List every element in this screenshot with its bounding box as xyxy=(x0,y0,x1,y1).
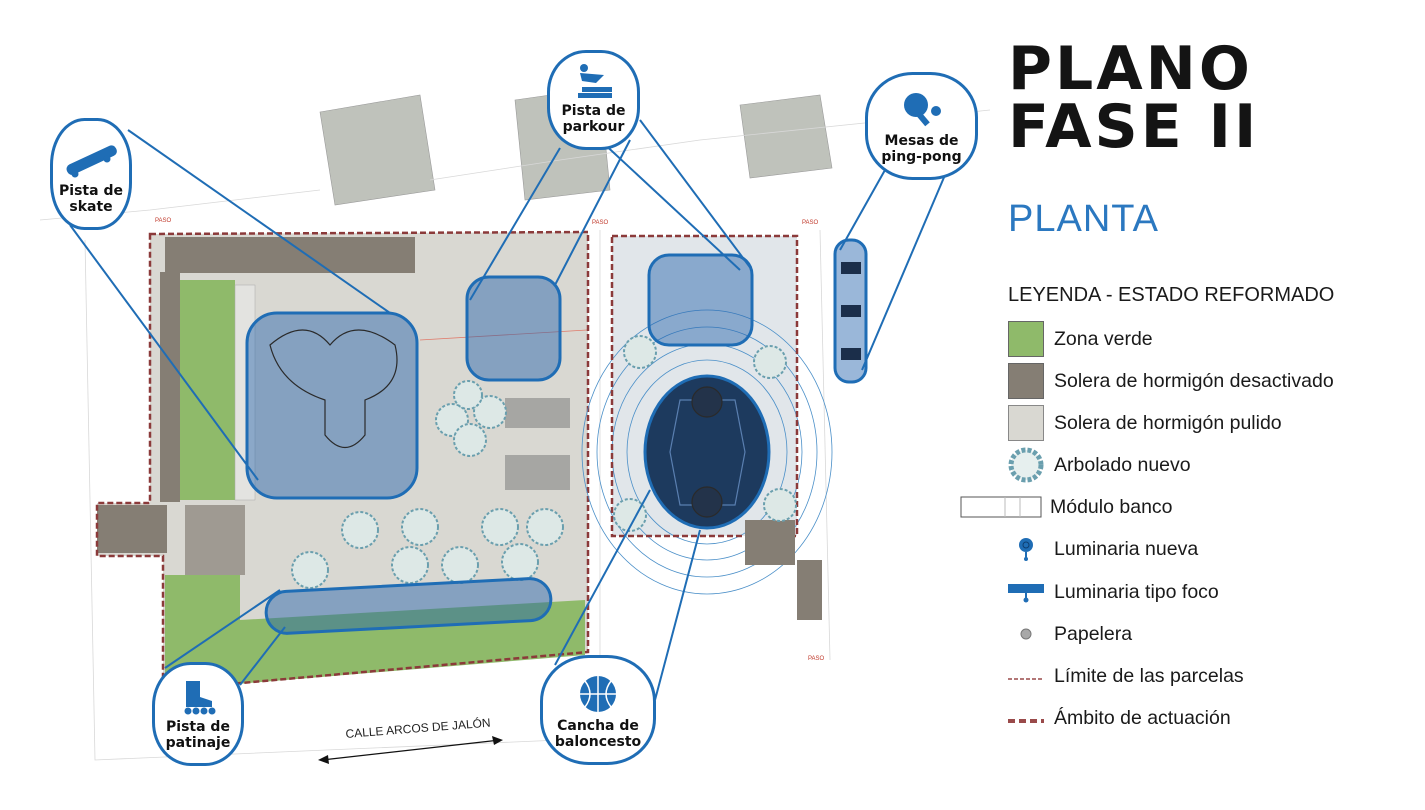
bin-icon xyxy=(1020,628,1032,640)
spotlight-icon xyxy=(1008,584,1044,603)
green-swatch xyxy=(1008,321,1044,357)
callout-patinaje[interactable]: Pista de patinaje xyxy=(152,662,244,766)
dark-gray-swatch xyxy=(1008,363,1044,399)
street-arrow xyxy=(318,736,503,764)
legend-item: Solera de hormigón desactivado xyxy=(1004,363,1414,399)
callout-label: Pista de skate xyxy=(59,183,123,215)
legend-item: Zona verde xyxy=(1004,321,1414,357)
parkour-area xyxy=(465,275,562,382)
callout-baloncesto[interactable]: Cancha de baloncesto xyxy=(540,655,656,765)
callout-label: Pista de patinaje xyxy=(165,719,231,751)
legend-item: Papelera xyxy=(1004,616,1414,652)
legend-item: Solera de hormigón pulido xyxy=(1004,405,1414,441)
legend-item: Arbolado nuevo xyxy=(1004,447,1414,483)
callout-parkour[interactable]: Pista de parkour xyxy=(547,50,640,150)
paso-label: PASO xyxy=(155,218,172,224)
legend-item: Límite de las parcelas xyxy=(1004,658,1414,694)
parkour-icon xyxy=(577,64,612,98)
plan-title: PLANO FASE II xyxy=(1008,34,1260,162)
paso-label: PASO xyxy=(808,656,825,662)
callout-skate[interactable]: Pista de skate xyxy=(50,118,132,230)
plan-subtitle: PLANTA xyxy=(1008,198,1160,240)
lamp-icon xyxy=(1019,538,1033,561)
neighbor-buildings xyxy=(319,87,833,206)
basketball-icon xyxy=(580,676,616,712)
tree-icon xyxy=(1008,447,1044,483)
inline-skate-icon xyxy=(184,681,216,715)
legend-title: LEYENDA - ESTADO REFORMADO xyxy=(1008,284,1335,306)
skateboard-icon xyxy=(66,145,117,178)
thick-dashed-line-icon xyxy=(1008,719,1044,723)
skate-area xyxy=(245,311,419,500)
callout-pingpong[interactable]: Mesas de ping-pong xyxy=(865,72,978,180)
skating-track-area xyxy=(264,577,553,635)
top-court-area xyxy=(647,253,754,347)
paso-label: PASO xyxy=(592,220,609,226)
callout-lines xyxy=(69,119,946,701)
legend-item: Módulo banco xyxy=(960,489,1370,525)
callout-label: Mesas de ping-pong xyxy=(881,133,962,165)
callout-label: Cancha de baloncesto xyxy=(554,718,642,750)
paso-label: PASO xyxy=(802,220,819,226)
legend-item: Luminaria nueva xyxy=(1004,531,1414,567)
ping-pong-paddle-icon xyxy=(903,93,941,127)
legend-item: Luminaria tipo foco xyxy=(1004,574,1414,610)
thin-dashed-line-icon xyxy=(1008,678,1044,680)
trees xyxy=(291,335,797,589)
light-gray-swatch xyxy=(1008,405,1044,441)
bench-icon xyxy=(960,496,1042,518)
legend-item: Ámbito de actuación xyxy=(1004,700,1414,736)
callout-label: Pista de parkour xyxy=(561,103,626,135)
